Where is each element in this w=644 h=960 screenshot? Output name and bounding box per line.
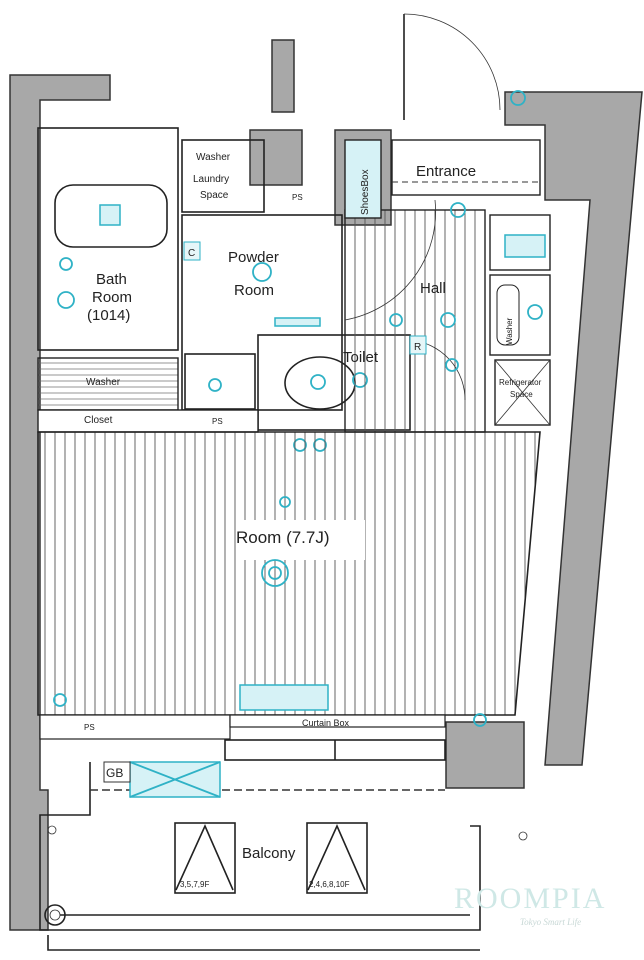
marker-ps: PS xyxy=(292,193,303,202)
label-closet-washer: Washer xyxy=(86,377,121,388)
label-hatch-left: 3,5,7,9F xyxy=(180,880,209,889)
towel-bar xyxy=(274,317,321,327)
laundry-space xyxy=(181,139,265,213)
outlet-icon xyxy=(53,693,67,707)
curtain-box xyxy=(229,714,446,728)
label-space: Space xyxy=(200,190,229,201)
outlet-icon xyxy=(473,713,487,727)
label-refrigerator-space: Space xyxy=(510,390,533,399)
aircon-icon xyxy=(239,684,329,711)
watermark-logo: ROOMPIA xyxy=(454,882,606,915)
label-main-room: Room (7.7J) xyxy=(236,528,330,547)
label-powder: Powder xyxy=(228,249,279,266)
marker-r: R xyxy=(414,342,421,353)
hall-floor xyxy=(344,209,486,433)
washer-space xyxy=(489,274,551,356)
switch-icon xyxy=(445,358,459,372)
marker-ps: PS xyxy=(212,417,223,426)
label-shoes-box: ShoesBox xyxy=(360,169,371,215)
drain-icon xyxy=(44,904,66,926)
powder-room xyxy=(181,214,343,411)
ceiling-light-icon xyxy=(261,559,289,587)
label-closet: Closet xyxy=(84,415,113,426)
bath-light-icon xyxy=(57,291,75,309)
marker-c: C xyxy=(188,248,195,259)
label-bath-size: (1014) xyxy=(87,307,130,324)
switch-icon xyxy=(389,313,403,327)
shoes-box xyxy=(344,139,382,219)
balcony xyxy=(39,761,528,951)
bath-faucet-icon xyxy=(59,257,73,271)
evacuation-hatch-left xyxy=(174,822,236,894)
distribution-board-icon xyxy=(504,234,546,258)
label-balcony: Balcony xyxy=(242,845,296,862)
powder-light-icon xyxy=(252,262,272,282)
label-refrigerator: Refrigerator xyxy=(499,378,542,387)
watermark-tagline: Tokyo Smart Life xyxy=(520,917,581,927)
bath-fan-icon xyxy=(99,204,121,226)
closet-area xyxy=(37,357,179,411)
washbasin xyxy=(184,353,256,410)
label-washer-vertical: Washer xyxy=(505,317,514,345)
balcony-window[interactable] xyxy=(224,739,446,761)
entrance-area xyxy=(391,139,541,196)
water-tap-icon xyxy=(527,304,543,320)
main-room-floor xyxy=(37,431,541,716)
toilet-fan-icon xyxy=(310,374,326,390)
hall-light-icon xyxy=(440,312,456,328)
label-curtain-box: Curtain Box xyxy=(302,718,350,728)
label-gas-boiler: GB xyxy=(106,766,123,780)
marker-ps: PS xyxy=(84,723,95,732)
entrance-light-icon xyxy=(450,202,466,218)
aircon-outlet-icon xyxy=(279,496,291,508)
label-powder-room: Room xyxy=(234,282,274,299)
label-hall: Hall xyxy=(420,280,446,297)
label-toilet: Toilet xyxy=(343,349,379,366)
label-washer: Washer xyxy=(196,152,231,163)
label-bath: Bath xyxy=(96,271,127,288)
label-entrance: Entrance xyxy=(416,163,476,180)
bath-room xyxy=(37,127,179,351)
label-hatch-right: 2,4,6,8,10F xyxy=(309,880,350,889)
bathtub xyxy=(54,184,168,248)
entrance-door xyxy=(400,12,526,124)
faucet-icon xyxy=(208,378,222,392)
evacuation-hatch-right xyxy=(306,822,368,894)
label-laundry: Laundry xyxy=(193,174,229,185)
label-bath-room: Room xyxy=(92,289,132,306)
